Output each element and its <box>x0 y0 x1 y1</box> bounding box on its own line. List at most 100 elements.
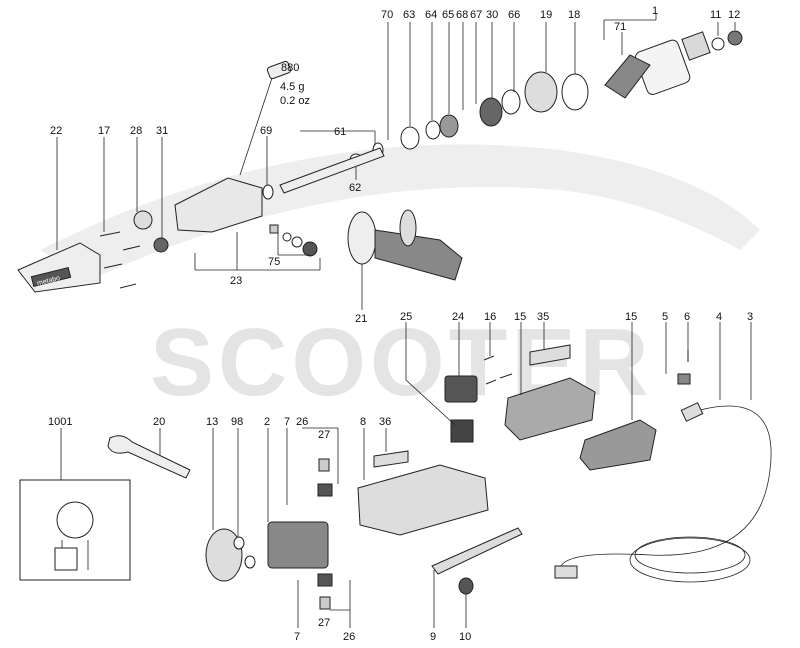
part-label-61: 61 <box>334 126 346 138</box>
screw-17a <box>99 231 121 237</box>
screw-16b <box>485 379 497 385</box>
grease-mass-g: 4.5 g <box>280 81 304 93</box>
part-label-67: 67 <box>470 9 482 21</box>
part-label-65: 65 <box>442 9 454 21</box>
part-label-62: 62 <box>349 182 361 194</box>
screw-16a <box>483 355 495 361</box>
part-label-6: 6 <box>684 311 690 323</box>
part-label-27b: 27 <box>318 617 330 629</box>
part-label-23: 23 <box>230 275 242 287</box>
part-label-9: 9 <box>430 631 436 643</box>
part-label-18: 18 <box>568 9 580 21</box>
power-cable-3 <box>554 405 772 583</box>
part-label-31: 31 <box>156 125 168 137</box>
seal-69 <box>262 184 274 200</box>
part-label-69: 69 <box>260 125 272 137</box>
part-label-30: 30 <box>486 9 498 21</box>
part-label-17: 17 <box>98 125 110 137</box>
side-handle-21 <box>347 209 463 281</box>
o-ring-18 <box>561 73 589 111</box>
label-36 <box>373 450 409 468</box>
grease-mass-oz: 0.2 oz <box>280 95 310 107</box>
part-label-4: 4 <box>716 311 722 323</box>
brush-holder-26b <box>317 573 333 587</box>
nose-cap-22: metabo <box>17 242 101 293</box>
part-label-11: 11 <box>710 9 721 21</box>
motor-housing-8 <box>357 464 489 536</box>
clutch-65 <box>439 114 459 138</box>
switch-bar-9 <box>431 527 523 575</box>
label-35 <box>529 344 571 366</box>
switch-24 <box>444 375 478 403</box>
part-label-25: 25 <box>400 311 412 323</box>
pin-75 <box>269 224 279 234</box>
part-label-22: 22 <box>50 125 62 137</box>
ring-98b <box>244 555 256 569</box>
bearing-63 <box>400 126 420 150</box>
switch-25 <box>450 419 474 443</box>
flange-19 <box>524 71 558 113</box>
strain-relief-4 <box>680 402 704 422</box>
spanner-20 <box>107 435 191 479</box>
part-label-24: 24 <box>452 311 464 323</box>
part-label-26: 26 <box>296 416 308 428</box>
part-label-19: 19 <box>540 9 552 21</box>
part-label-3: 3 <box>747 311 753 323</box>
part-label-12: 12 <box>728 9 740 21</box>
bearing-11 <box>711 37 725 51</box>
part-label-75: 75 <box>268 256 280 268</box>
ring-75b <box>291 236 303 248</box>
part-label-64: 64 <box>425 9 437 21</box>
screw-17c <box>103 263 123 269</box>
part-label-16: 16 <box>484 311 496 323</box>
housing-cover-15 <box>504 377 596 441</box>
part-label-21: 21 <box>355 313 367 325</box>
part-label-36: 36 <box>379 416 391 428</box>
leader-lines <box>56 14 752 628</box>
watermark: SCOOTER <box>40 144 760 416</box>
cover-15b <box>579 419 657 471</box>
nut-75 <box>302 241 318 257</box>
part-label-15: 15 <box>514 311 526 323</box>
part-label-71: 71 <box>614 21 626 33</box>
part-label-68: 68 <box>456 9 468 21</box>
clip-5 <box>677 373 691 385</box>
part-label-10: 10 <box>459 631 471 643</box>
part-label-20: 20 <box>153 416 165 428</box>
part-label-13: 13 <box>206 416 218 428</box>
spindle-61 <box>279 147 385 194</box>
part-label-66: 66 <box>508 9 520 21</box>
part-label-35: 35 <box>537 311 549 323</box>
bearing-12 <box>727 30 743 46</box>
grease-tube: 880 4.5 g 0.2 oz <box>239 60 310 176</box>
knob-10 <box>458 577 474 595</box>
washer-66 <box>501 89 521 115</box>
brush-holder-26 <box>317 483 333 497</box>
screw-17d <box>119 283 137 289</box>
ring-98a <box>233 536 245 550</box>
ring-75a <box>282 232 292 242</box>
part-label-63: 63 <box>403 9 415 21</box>
part-label-1001: 1001 <box>48 416 72 428</box>
armature-part <box>604 31 711 99</box>
part-label-98: 98 <box>231 416 243 428</box>
ring-64 <box>425 120 441 140</box>
part-label-26b: 26 <box>343 631 355 643</box>
flange-13 <box>205 528 243 582</box>
nut-28 <box>133 210 153 230</box>
part-label-7b: 7 <box>294 631 300 643</box>
gear-30 <box>479 97 503 127</box>
part-label-8: 8 <box>360 416 366 428</box>
gear-housing-23 <box>174 177 263 233</box>
screw-17b <box>122 245 141 251</box>
part-label-1: 1 <box>652 5 658 17</box>
collet-31 <box>153 237 169 253</box>
part-label-7: 7 <box>284 416 290 428</box>
wiring-schematic-1001 <box>19 479 131 581</box>
part-label-28: 28 <box>130 125 142 137</box>
part-label-15b: 15 <box>625 311 637 323</box>
part-label-70: 70 <box>381 9 393 21</box>
part-label-2: 2 <box>264 416 270 428</box>
part-number-labels: 1 71 11 12 18 19 66 30 67 68 65 64 63 70… <box>48 5 753 643</box>
